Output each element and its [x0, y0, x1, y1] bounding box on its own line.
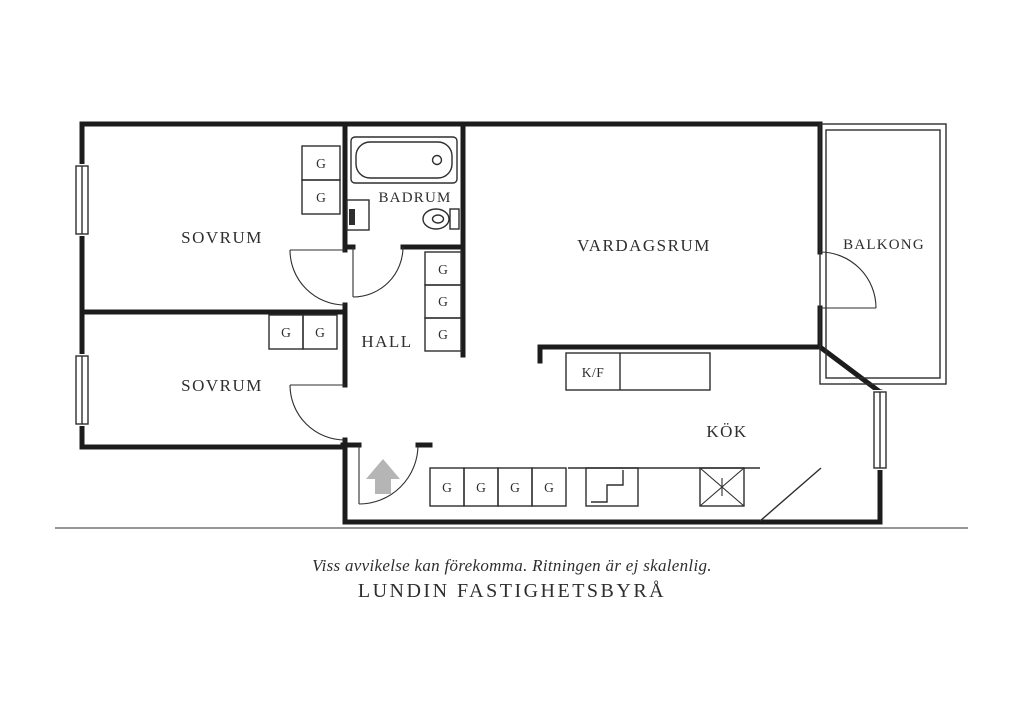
- window-bedroom-top: [74, 164, 90, 236]
- wardrobe-box: [301, 179, 341, 215]
- apartment-walls: [79, 121, 884, 525]
- balcony-outline: [819, 123, 947, 385]
- door-swing-bathroom: [352, 246, 404, 298]
- wardrobe-label: G: [438, 294, 448, 309]
- wardrobe-label: G: [316, 156, 326, 171]
- door-swing-bedroom-bottom: [289, 384, 346, 441]
- washbasin-icon: [346, 199, 370, 231]
- wardrobe-label: G: [510, 480, 520, 495]
- fridge-freezer-label: K/F: [582, 365, 605, 380]
- wardrobe-label: G: [438, 262, 448, 277]
- bathtub-icon: [350, 136, 458, 184]
- door-swing-bedroom-top: [289, 249, 346, 306]
- wardrobe-boxes: [268, 145, 567, 507]
- room-label-kok: KÖK: [706, 422, 747, 441]
- window-kitchen: [872, 390, 888, 470]
- wardrobe-label: G: [544, 480, 554, 495]
- wardrobe-label: G: [476, 480, 486, 495]
- company-name: LUNDIN FASTIGHETSBYRÅ: [358, 580, 666, 602]
- wardrobe-box: [531, 467, 567, 507]
- wardrobe-label: G: [438, 327, 448, 342]
- wardrobe-label: G: [442, 480, 452, 495]
- kitchen-counter: [568, 467, 822, 522]
- wardrobe-label: G: [315, 325, 325, 340]
- fridge-freezer-cabinet: [565, 352, 711, 391]
- dishwasher-icon: [585, 467, 639, 507]
- wardrobe-box: [302, 314, 338, 350]
- wardrobe-box: [424, 317, 462, 352]
- disclaimer-text: Viss avvikelse kan förekomma. Ritningen …: [312, 556, 712, 575]
- stove-icon: [699, 467, 745, 507]
- door-swing-balcony: [819, 251, 877, 309]
- room-label-vardagsrum: VARDAGSRUM: [577, 236, 711, 255]
- wardrobe-label: G: [316, 190, 326, 205]
- door-swing-entrance: [358, 444, 419, 505]
- toilet-icon: [422, 208, 460, 230]
- room-label-hall: HALL: [361, 332, 412, 351]
- wardrobe-label: G: [281, 325, 291, 340]
- window-bedroom-bottom: [74, 354, 90, 426]
- room-label-badrum: BADRUM: [378, 190, 451, 206]
- entrance-arrow-icon: [366, 459, 400, 494]
- room-label-balkong: BALKONG: [843, 237, 925, 253]
- room-label-sovrum-top: SOVRUM: [181, 228, 263, 247]
- room-label-sovrum-bottom: SOVRUM: [181, 376, 263, 395]
